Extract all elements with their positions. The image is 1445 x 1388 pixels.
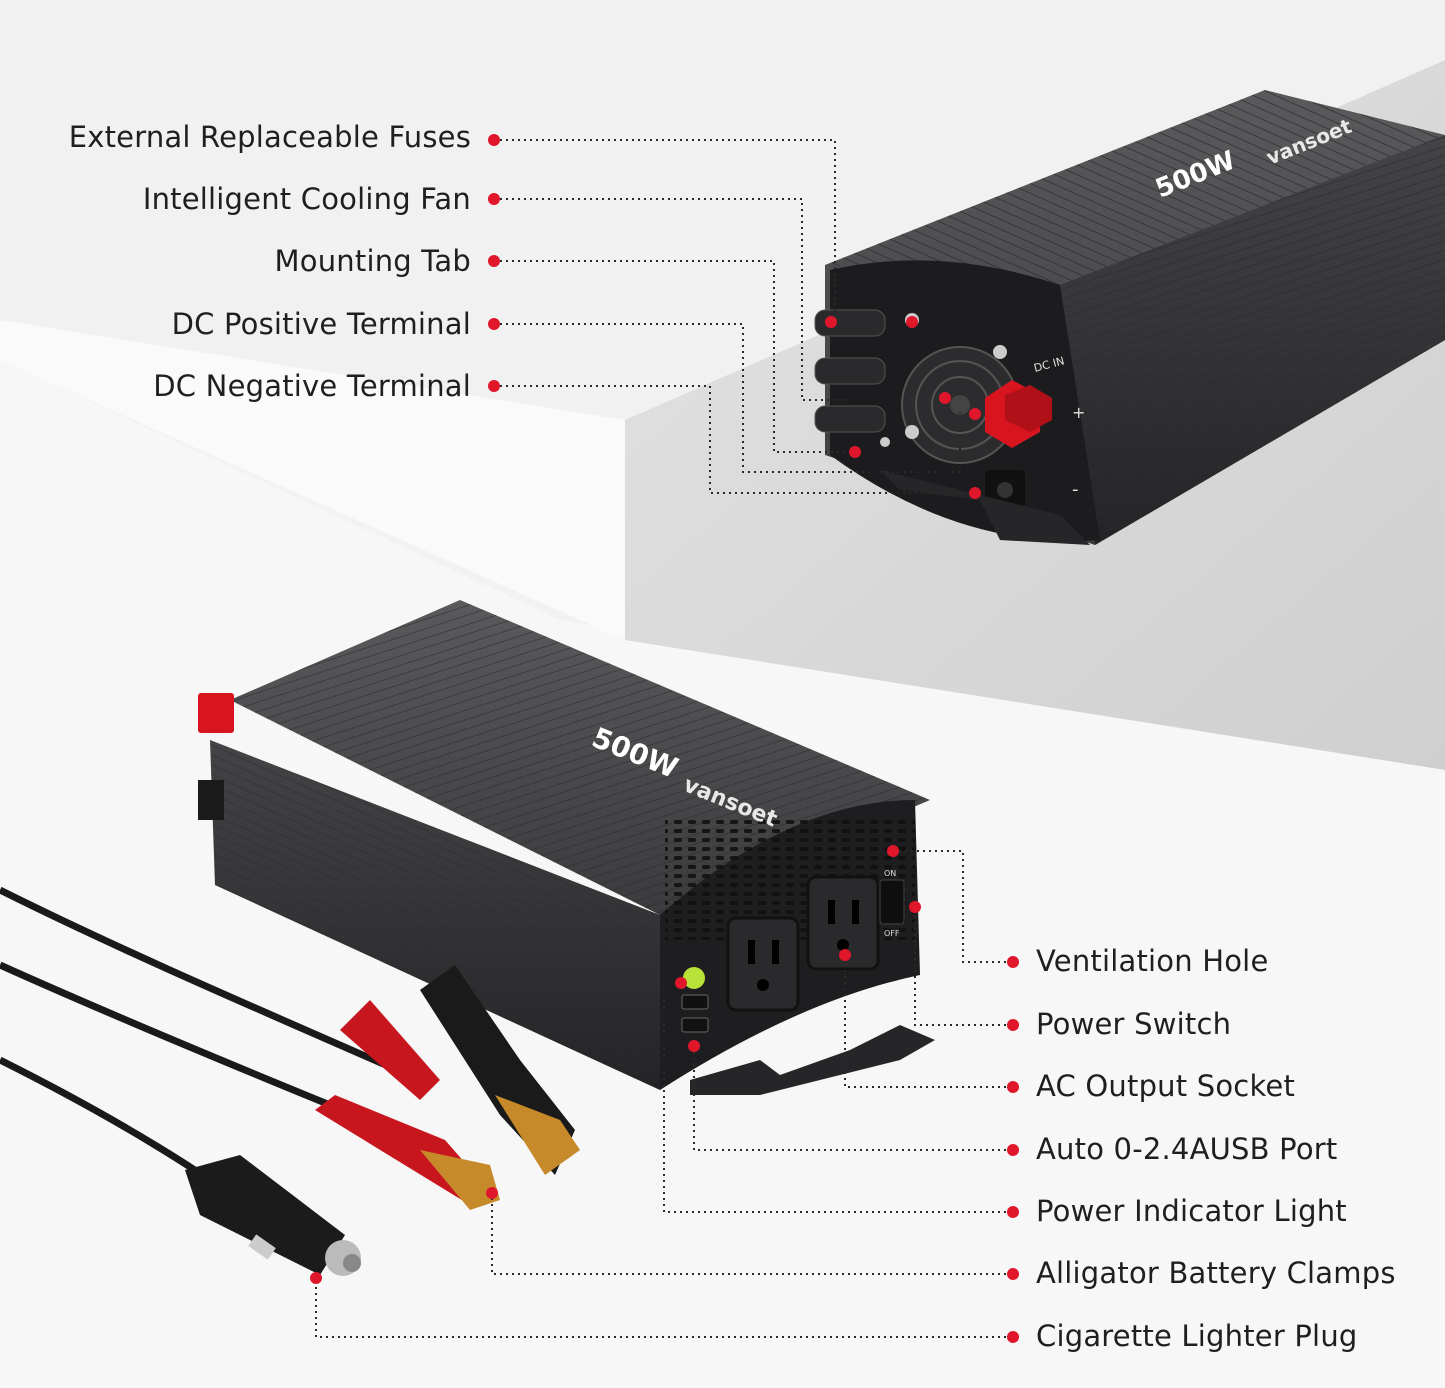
callout-mounting-tab: Mounting Tab [274, 244, 471, 278]
callout-dot [1007, 1019, 1019, 1031]
switch-on-label: ON [884, 869, 896, 878]
callout-cigarette-lighter-plug: Cigarette Lighter Plug [1036, 1319, 1358, 1353]
callout-dc-positive-terminal: DC Positive Terminal [171, 307, 471, 341]
callout-dot [1007, 1331, 1019, 1343]
callout-dot [1007, 1206, 1019, 1218]
minus-label: - [1072, 479, 1079, 500]
callout-dot [1007, 1268, 1019, 1280]
callout-dot [488, 193, 500, 205]
callout-dot [488, 255, 500, 267]
callout-dot [488, 318, 500, 330]
bottom-inverter: ON OFF 500W vansoet [198, 600, 935, 1095]
callout-dot [488, 380, 500, 392]
callout-intelligent-cooling-fan: Intelligent Cooling Fan [142, 182, 471, 216]
switch-off-label: OFF [884, 929, 900, 938]
feature-markers [310, 316, 981, 1284]
callout-power-indicator-light: Power Indicator Light [1036, 1194, 1347, 1228]
callout-ventilation-hole: Ventilation Hole [1036, 944, 1269, 978]
plus-label: + [1072, 403, 1085, 422]
accessories [0, 886, 580, 1276]
callout-dot [1007, 1144, 1019, 1156]
callout-alligator-battery-clamps: Alligator Battery Clamps [1036, 1256, 1396, 1290]
connector-lines [315, 139, 1012, 1338]
callout-dot [488, 134, 500, 146]
callout-external-replaceable-fuses: External Replaceable Fuses [68, 120, 471, 154]
callout-dot [1007, 956, 1019, 968]
callout-power-switch: Power Switch [1036, 1007, 1232, 1041]
callout-dc-negative-terminal: DC Negative Terminal [153, 369, 471, 403]
top-inverter: 500W vansoet DC IN + - [814, 90, 1445, 545]
callout-ac-output-socket: AC Output Socket [1036, 1069, 1296, 1103]
callout-dot [1007, 1081, 1019, 1093]
callout-usb-port: Auto 0-2.4AUSB Port [1036, 1132, 1338, 1166]
